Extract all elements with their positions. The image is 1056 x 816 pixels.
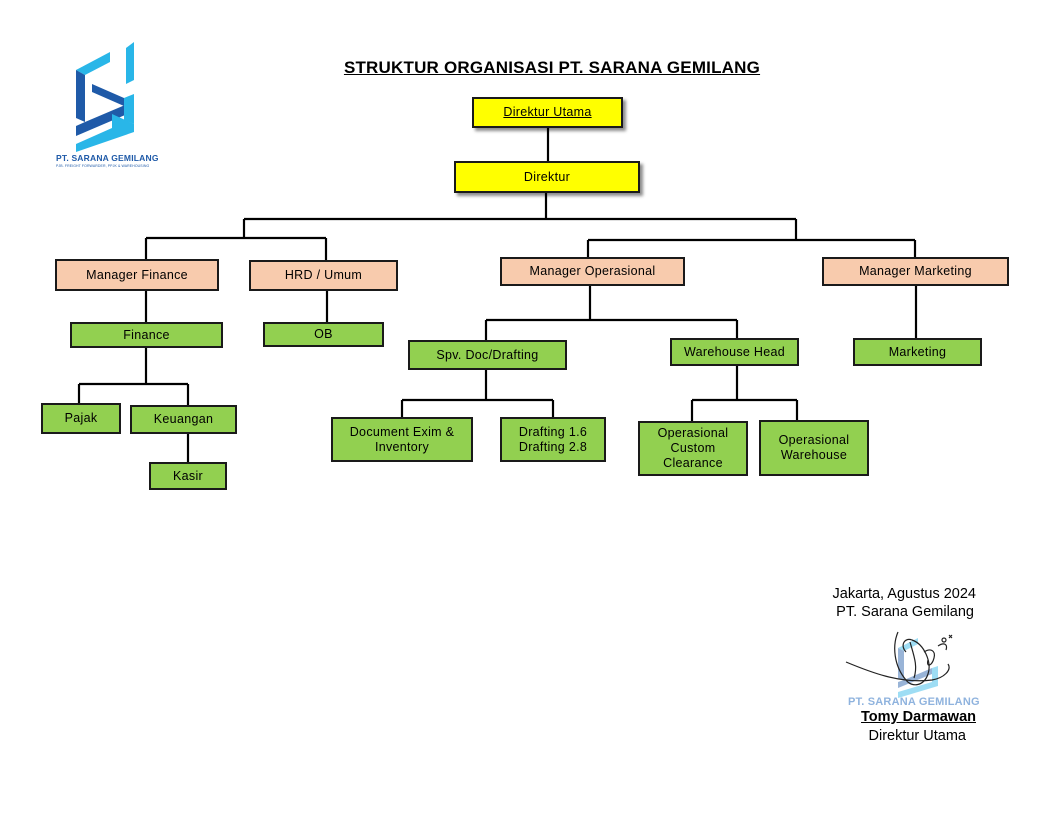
box-spv-doc-drafting: Spv. Doc/Drafting	[408, 340, 567, 370]
box-warehouse-head-label: Warehouse Head	[683, 344, 785, 359]
box-document-exim: Document Exim & Inventory	[331, 417, 473, 462]
box-direktur-utama-label: Direktur Utama	[503, 105, 592, 119]
logo-mark-icon	[76, 42, 134, 152]
box-marketing: Marketing	[853, 338, 982, 366]
box-finance: Finance	[70, 322, 223, 348]
box-finance-label: Finance	[123, 327, 170, 342]
box-spv-doc-drafting-label: Spv. Doc/Drafting	[436, 347, 539, 362]
box-hrd-umum-label: HRD / Umum	[284, 268, 363, 282]
box-manager-marketing-label: Manager Marketing	[859, 264, 972, 278]
box-direktur-label: Direktur	[523, 169, 571, 184]
signer-position: Direktur Utama	[868, 728, 967, 744]
handwritten-signature-icon	[845, 631, 953, 686]
signature-stamp-text: PT. SARANA GEMILANG	[848, 696, 980, 708]
box-direktur: Direktur	[454, 161, 640, 193]
box-marketing-label: Marketing	[888, 344, 947, 359]
box-document-exim-label: Document Exim & Inventory	[349, 424, 455, 454]
box-manager-operasional: Manager Operasional	[500, 257, 685, 286]
logo-company-name: PT. SARANA GEMILANG	[56, 153, 159, 163]
page-title: STRUKTUR ORGANISASI PT. SARANA GEMILANG	[343, 58, 761, 77]
box-operasional-custom-clearance: Operasional Custom Clearance	[638, 421, 748, 476]
box-pajak-label: Pajak	[64, 411, 98, 425]
box-kasir: Kasir	[149, 462, 227, 490]
box-hrd-umum: HRD / Umum	[249, 260, 398, 291]
signature-place-date: Jakarta, Agustus 2024	[832, 586, 977, 602]
box-operasional-warehouse: Operasional Warehouse	[759, 420, 869, 476]
box-drafting-label: Drafting 1.6 Drafting 2.8	[518, 424, 588, 454]
logo-tagline: PJB. FREIGHT FORWARDER, PPJK & WAREHOUSI…	[56, 164, 150, 168]
box-pajak: Pajak	[41, 403, 121, 434]
box-keuangan-label: Keuangan	[153, 412, 214, 426]
signature-company: PT. Sarana Gemilang	[836, 604, 974, 620]
box-drafting: Drafting 1.6 Drafting 2.8	[500, 417, 606, 462]
box-operasional-warehouse-label: Operasional Warehouse	[778, 433, 850, 462]
box-manager-finance-label: Manager Finance	[86, 267, 188, 282]
box-ob-label: OB	[314, 327, 333, 341]
box-manager-operasional-label: Manager Operasional	[529, 264, 656, 278]
box-warehouse-head: Warehouse Head	[670, 338, 799, 366]
signer-name: Tomy Darmawan	[861, 709, 976, 725]
box-direktur-utama: Direktur Utama	[472, 97, 623, 128]
box-manager-marketing: Manager Marketing	[822, 257, 1009, 286]
box-operasional-custom-clearance-label: Operasional Custom Clearance	[657, 426, 729, 470]
box-keuangan: Keuangan	[130, 405, 237, 434]
box-ob: OB	[263, 322, 384, 347]
box-kasir-label: Kasir	[173, 468, 203, 483]
box-manager-finance: Manager Finance	[55, 259, 219, 291]
company-logo: PT. SARANA GEMILANG PJB. FREIGHT FORWARD…	[52, 40, 162, 175]
